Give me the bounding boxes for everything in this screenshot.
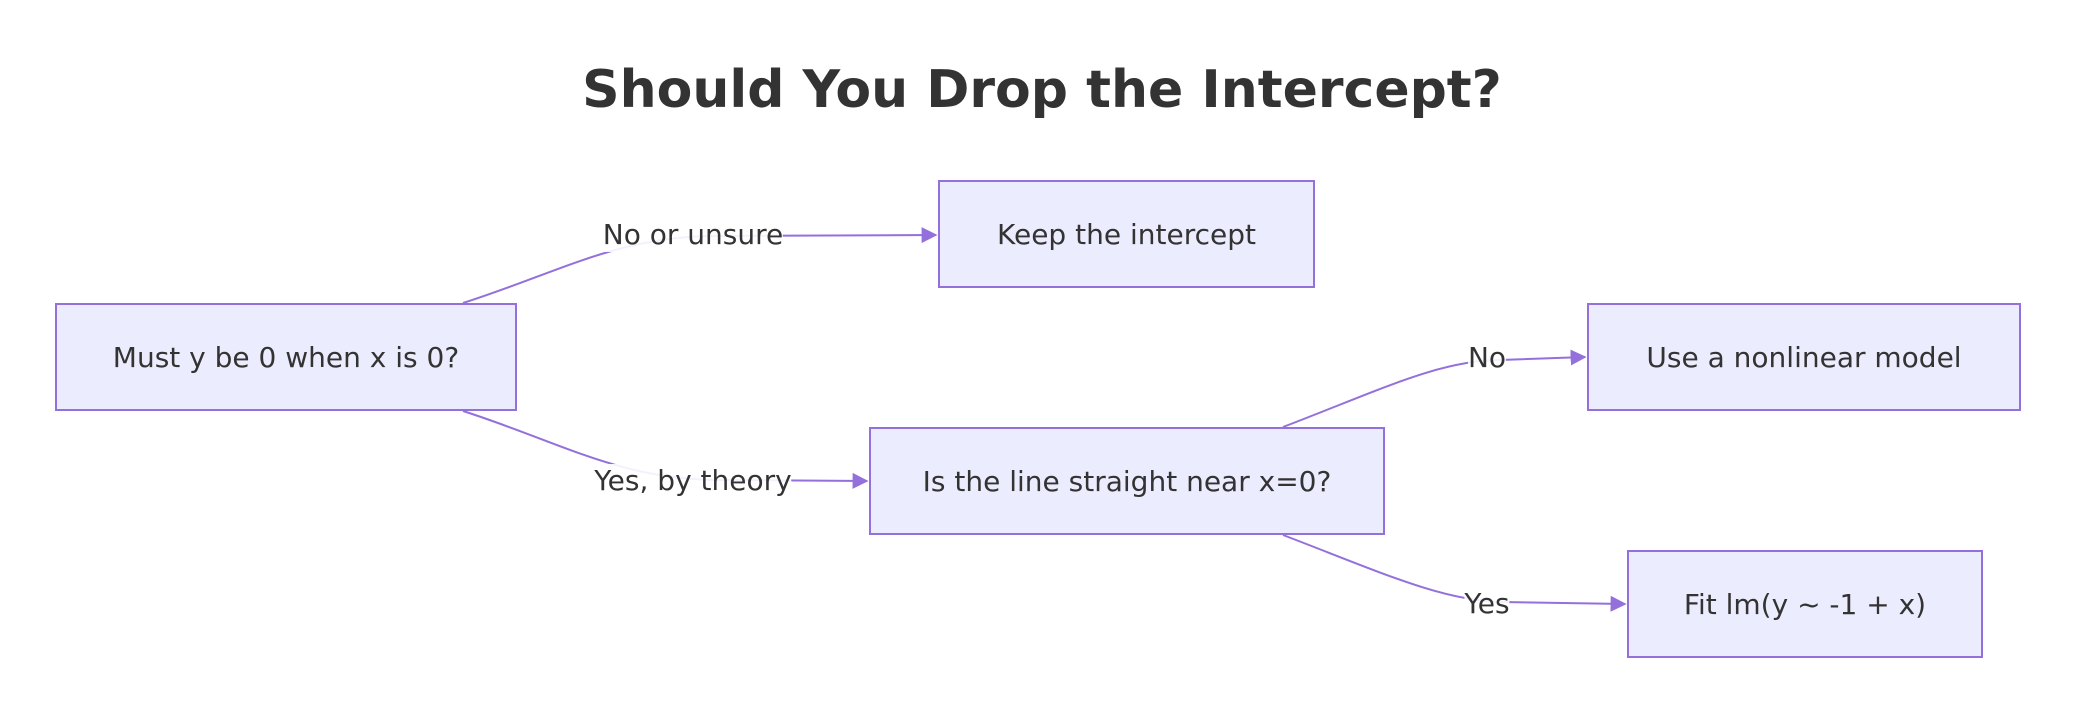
node-label: Fit lm(y ~ -1 + x) xyxy=(1683,587,1927,621)
node-nonlinear-model: Use a nonlinear model xyxy=(1587,303,2021,411)
diagram-title: Should You Drop the Intercept? xyxy=(582,60,1502,120)
node-keep-intercept: Keep the intercept xyxy=(938,180,1315,288)
edge-label-yes-by-theory: Yes, by theory xyxy=(594,464,792,498)
node-label: Use a nonlinear model xyxy=(1646,340,1962,374)
node-line-straight: Is the line straight near x=0? xyxy=(869,427,1385,535)
edge-c-to-d xyxy=(1282,349,1587,428)
node-fit-lm: Fit lm(y ~ -1 + x) xyxy=(1627,550,1983,658)
edge-c-to-e xyxy=(1282,534,1627,612)
edge-label-yes: Yes xyxy=(1464,587,1510,621)
edge-label-no-or-unsure: No or unsure xyxy=(602,218,784,252)
edge-label-no: No xyxy=(1467,341,1507,375)
node-label: Is the line straight near x=0? xyxy=(922,464,1332,498)
node-must-y-be-zero: Must y be 0 when x is 0? xyxy=(55,303,517,411)
node-label: Must y be 0 when x is 0? xyxy=(112,340,460,374)
node-label: Keep the intercept xyxy=(997,217,1256,251)
